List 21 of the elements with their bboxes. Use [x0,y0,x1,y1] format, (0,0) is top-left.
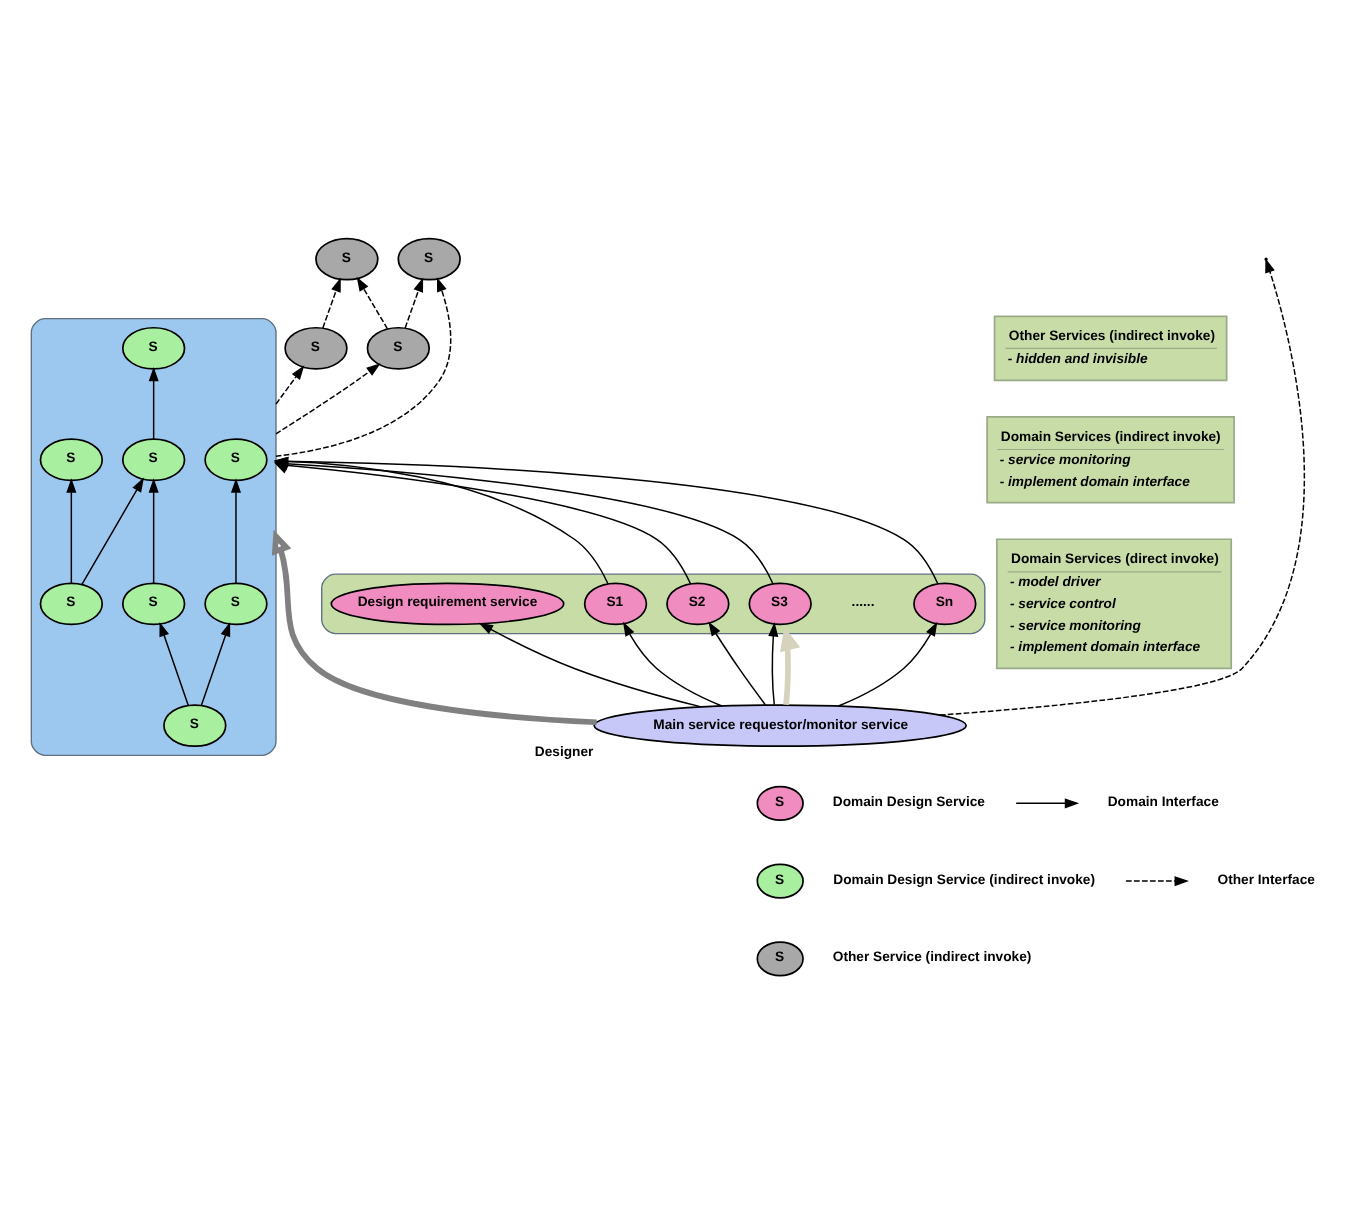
arrow [623,620,723,706]
arrow [837,620,938,706]
arrow [271,528,597,725]
arrow [780,625,801,705]
arrow [275,362,381,434]
arrow [148,365,159,439]
arrow [159,621,189,706]
arrow [478,621,703,707]
arrow [81,476,144,585]
arrow [66,477,77,583]
arrow [356,275,389,329]
arrow [148,477,159,583]
arrow [404,276,424,328]
arrow [708,620,767,705]
cluster [30,316,277,756]
arrow [322,276,341,328]
arrow [200,621,231,706]
arrow [230,477,242,583]
arrow [275,364,305,404]
arrow [768,621,779,705]
arrow [275,276,452,456]
